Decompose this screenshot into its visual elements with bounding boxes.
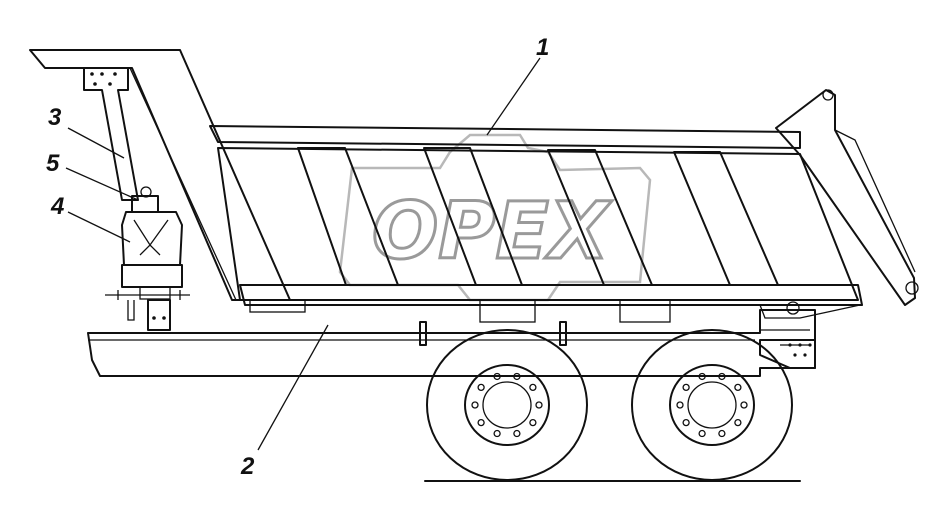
wheel-bolt [734, 383, 742, 392]
wheel-bolt [734, 418, 742, 427]
wheel-bolt [493, 372, 501, 381]
callout-4: 4 [50, 193, 64, 220]
callout-3: 3 [48, 104, 62, 131]
wheel-bolt [513, 372, 521, 381]
wheel-bolt [493, 429, 501, 438]
rear-wheel-2 [631, 329, 793, 481]
wheel-bolt [471, 401, 479, 409]
wheel-bolt [698, 429, 706, 438]
watermark-text: OPEX [372, 187, 613, 277]
wheel-bolt [718, 372, 726, 381]
wheel-bolt [682, 418, 690, 427]
wheel-bolt [529, 383, 537, 392]
wheel-bolt [676, 401, 684, 409]
wheel-bolts [471, 372, 748, 438]
callout-5: 5 [46, 150, 60, 177]
opex-watermark: OPEX [338, 133, 652, 302]
rear-wheel-1 [426, 329, 588, 481]
wheel-bolt [535, 401, 543, 409]
wheel-bolt [477, 383, 485, 392]
wheel-bolt [698, 372, 706, 381]
wheel-bolt [529, 418, 537, 427]
dump-body [29, 49, 919, 369]
wheel-bolt [477, 418, 485, 427]
wheel-bolt [513, 429, 521, 438]
side-hooks [419, 321, 567, 346]
callout-1: 1 [536, 34, 549, 61]
wheel-bolt [718, 429, 726, 438]
leader-lines [65, 57, 541, 451]
wheel-bolt [682, 383, 690, 392]
callout-2: 2 [240, 453, 255, 480]
hydraulic-support [83, 67, 190, 331]
wheel-bolt [740, 401, 748, 409]
